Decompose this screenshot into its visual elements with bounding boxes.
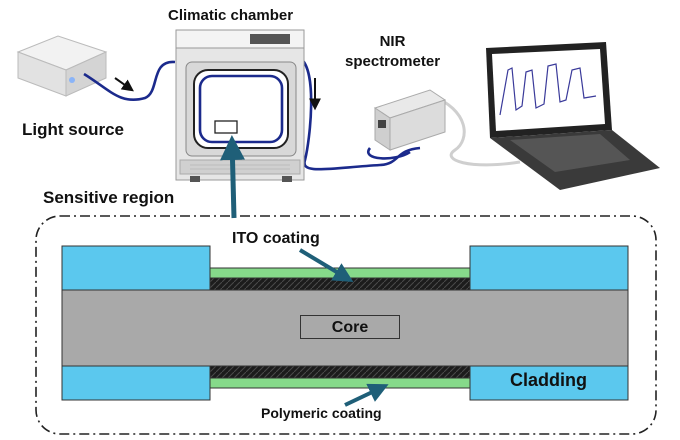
sensitive-region-label: Sensitive region (43, 188, 175, 207)
nir-spectrometer-label: NIR spectrometer (345, 32, 440, 72)
climatic-chamber-icon (175, 29, 305, 182)
direction-arrow (114, 77, 134, 92)
usb-cable (429, 93, 521, 167)
light-source-label: Light source (22, 120, 125, 139)
nir-spectrometer-icon (373, 89, 447, 151)
nir-label-line1: NIR (379, 33, 406, 50)
fiber-cross-section (61, 245, 629, 401)
climatic-chamber-label: Climatic chamber (168, 7, 294, 24)
pointer-arrow-polymer (344, 383, 389, 407)
fiber-cables (83, 56, 421, 171)
core-label: Core (300, 315, 400, 339)
laptop-icon (486, 42, 660, 190)
pointer-arrow-chamber (220, 135, 246, 219)
polymeric-coating-label: Polymeric coating (261, 405, 382, 421)
nir-label-line2: spectrometer (345, 53, 441, 70)
cladding-label: Cladding (510, 370, 587, 390)
sensitive-region-frame (35, 215, 657, 435)
ito-coating-label: ITO coating (232, 230, 320, 247)
light-source-box-icon (16, 35, 108, 97)
pointer-arrow-ito (298, 248, 354, 283)
